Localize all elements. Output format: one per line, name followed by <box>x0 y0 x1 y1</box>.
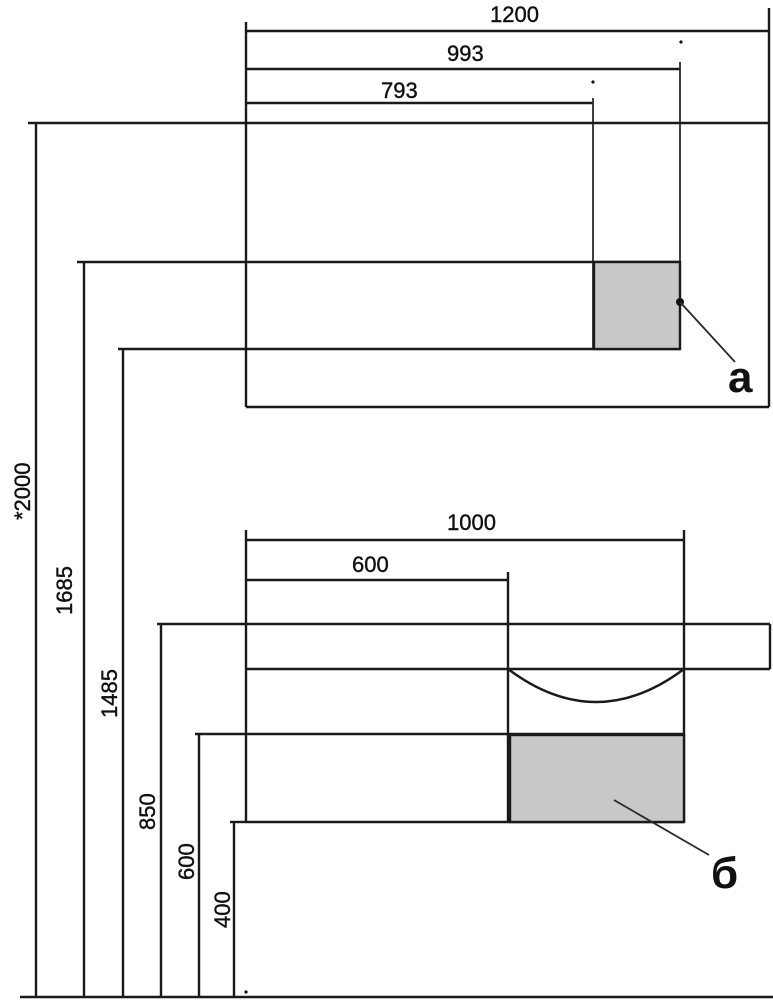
callout-label-b: б <box>711 849 738 898</box>
dim-label-793: 793 <box>381 78 418 103</box>
dim-label-2000: *2000 <box>10 462 35 520</box>
callout-leader-b <box>613 799 710 856</box>
dim-label-600: 600 <box>352 552 389 577</box>
lower-unit: б 1000 600 <box>244 510 772 898</box>
callout-label-a: а <box>728 353 753 402</box>
upper-unit: а 1200 993 793 <box>244 2 771 409</box>
dim-label-1485: 1485 <box>97 669 122 718</box>
dim-label-1685: 1685 <box>52 566 77 615</box>
dim-label-1200: 1200 <box>490 2 539 27</box>
dim-label-850: 850 <box>135 793 160 830</box>
callout-leader-a <box>679 301 736 363</box>
dim-label-1000: 1000 <box>447 510 496 535</box>
dim-label-600-v: 600 <box>174 843 199 880</box>
dim-label-993: 993 <box>447 41 484 66</box>
shaded-compartment-a <box>592 260 682 351</box>
vertical-dimensions: *2000 1685 1485 850 600 400 <box>10 121 248 997</box>
shaded-compartment-b <box>508 733 686 824</box>
dim-label-400: 400 <box>210 891 235 928</box>
sink-bowl-arc <box>507 668 685 704</box>
